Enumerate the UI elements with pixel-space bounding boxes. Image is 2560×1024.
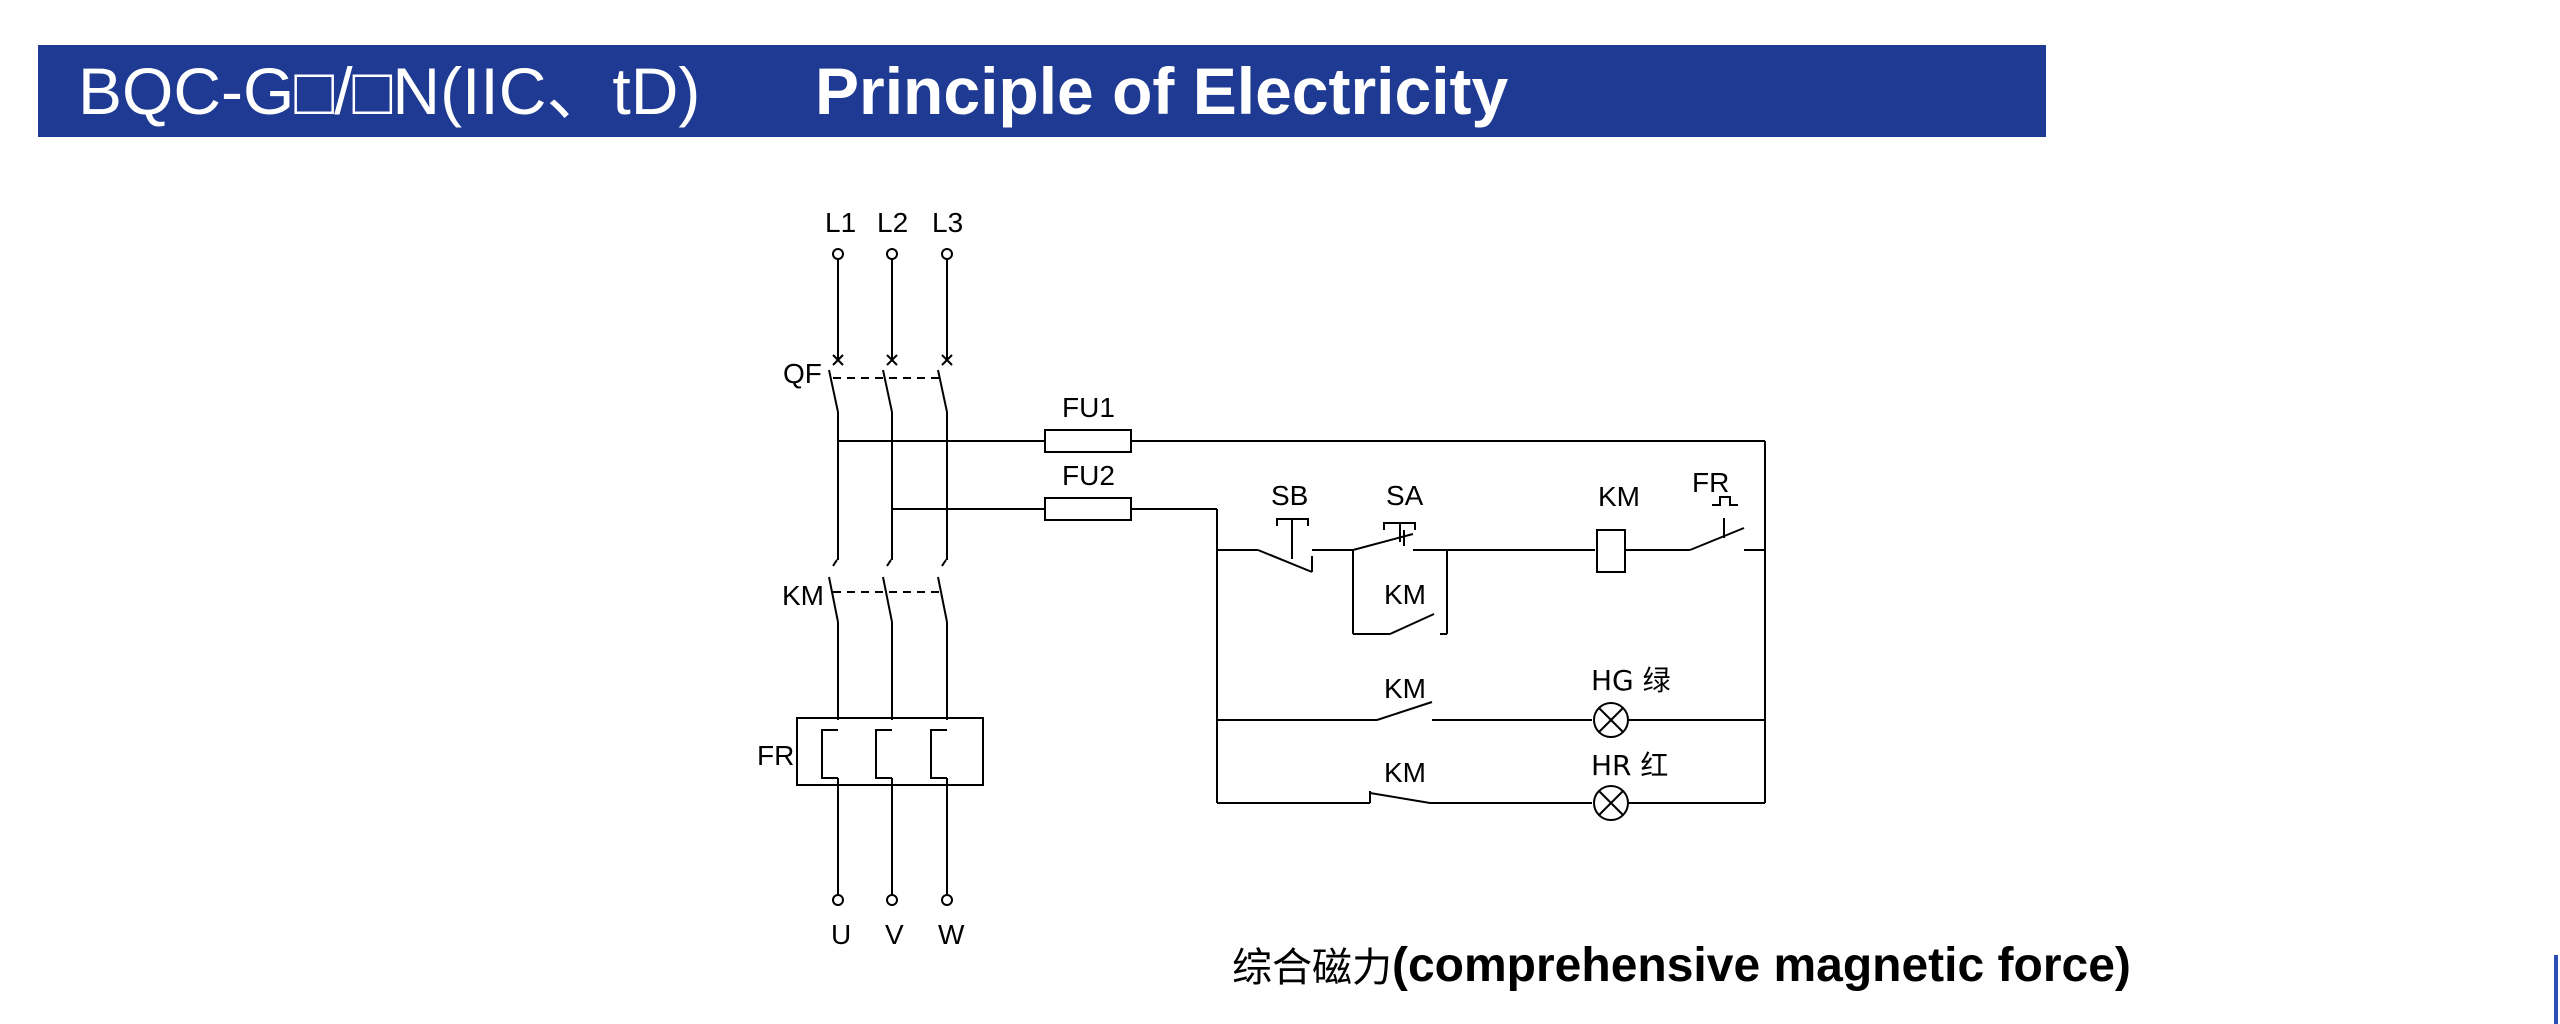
lamp-hg bbox=[1593, 702, 1629, 738]
thermal-elements bbox=[821, 729, 947, 779]
label-qf: QF bbox=[783, 358, 822, 389]
label-sa: SA bbox=[1386, 480, 1424, 511]
label-km-hold: KM bbox=[1384, 579, 1426, 610]
breaker-blades bbox=[828, 369, 948, 413]
breaker-marks bbox=[832, 354, 953, 366]
fr-contact bbox=[1689, 496, 1745, 551]
power-lines bbox=[837, 259, 948, 360]
page-title: Principle of Electricity bbox=[815, 54, 1509, 128]
fuse-fu2 bbox=[1044, 497, 1132, 521]
label-fu2: FU2 bbox=[1062, 460, 1115, 491]
label-km-main: KM bbox=[782, 580, 824, 611]
title-model: BQC-G□/□N(IIC、tD) bbox=[78, 54, 701, 128]
stop-button-sb bbox=[1257, 518, 1313, 573]
label-sb: SB bbox=[1271, 480, 1308, 511]
lamp-hr bbox=[1593, 785, 1629, 821]
label-l1: L1 bbox=[825, 207, 856, 238]
fuse-fu1 bbox=[1044, 429, 1132, 453]
label-hg-lamp: HG 绿 bbox=[1591, 664, 1671, 697]
caption-english: (comprehensive magnetic force) bbox=[1392, 939, 2131, 992]
label-w: W bbox=[938, 919, 965, 950]
label-km-coil: KM bbox=[1598, 481, 1640, 512]
coil-km bbox=[1596, 529, 1626, 573]
terminal-bottom-circles bbox=[832, 894, 953, 906]
label-fr-contact: FR bbox=[1692, 467, 1729, 498]
label-l3: L3 bbox=[932, 207, 963, 238]
terminal-top-circles bbox=[832, 248, 953, 260]
caption: 综合磁力(comprehensive magnetic force) bbox=[1232, 936, 2131, 998]
contactor-contacts bbox=[828, 558, 948, 623]
label-fu1: FU1 bbox=[1062, 392, 1115, 423]
label-hr-lamp: HR 红 bbox=[1591, 749, 1668, 782]
caption-chinese: 综合磁力 bbox=[1232, 945, 1392, 991]
hold-contact-branch bbox=[1352, 550, 1448, 635]
title-banner: BQC-G□/□N(IIC、tD) Principle of Electrici… bbox=[38, 45, 2046, 137]
thermal-relay-box bbox=[796, 717, 984, 786]
start-button-sa bbox=[1352, 522, 1416, 551]
label-u: U bbox=[831, 919, 851, 950]
label-l2: L2 bbox=[877, 207, 908, 238]
label-v: V bbox=[885, 919, 904, 950]
label-km-green: KM bbox=[1384, 673, 1426, 704]
label-km-red: KM bbox=[1384, 757, 1426, 788]
label-fr-main: FR bbox=[757, 740, 794, 771]
edge-marker bbox=[2554, 955, 2558, 1024]
